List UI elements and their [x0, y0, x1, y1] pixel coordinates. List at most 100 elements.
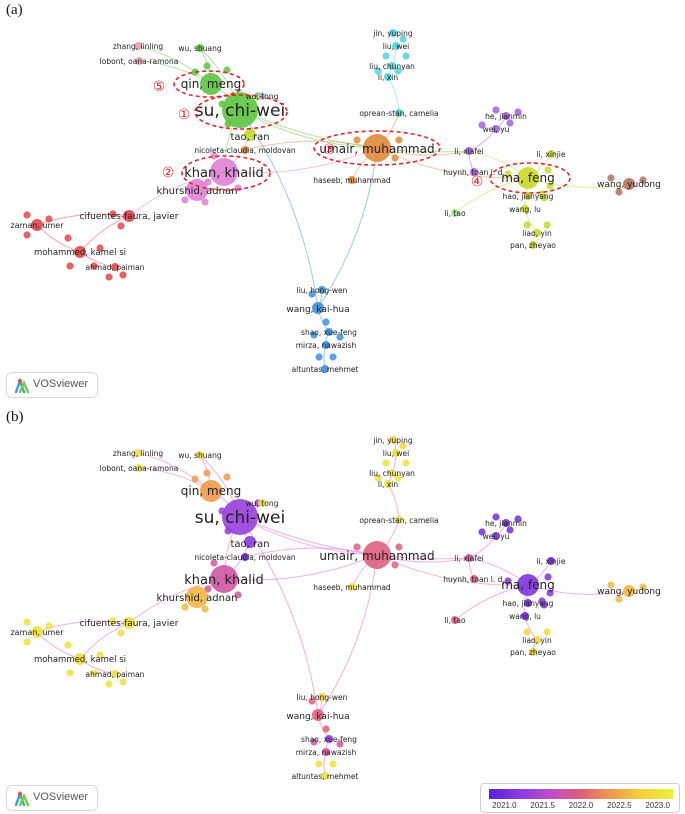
node-wus[interactable]: [196, 44, 204, 52]
node-liuchunyan[interactable]: [388, 469, 396, 477]
satellite-node[interactable]: [391, 561, 399, 569]
node-lixiafei[interactable]: [465, 554, 473, 562]
satellite-node[interactable]: [191, 475, 199, 483]
node-lixinjie[interactable]: [547, 150, 555, 158]
satellite-node[interactable]: [353, 136, 361, 144]
satellite-node[interactable]: [45, 215, 53, 223]
satellite-node[interactable]: [310, 331, 318, 339]
node-wangkh[interactable]: [312, 709, 324, 721]
node-liuhw[interactable]: [318, 693, 326, 701]
node-liuwei[interactable]: [392, 449, 400, 457]
satellite-node[interactable]: [64, 641, 72, 649]
satellite-node[interactable]: [315, 353, 323, 361]
node-lobont[interactable]: [135, 57, 143, 65]
satellite-node[interactable]: [119, 271, 127, 279]
satellite-node[interactable]: [223, 473, 231, 481]
satellite-node[interactable]: [45, 622, 53, 630]
node-umair[interactable]: [363, 134, 391, 162]
satellite-node[interactable]: [544, 166, 552, 174]
node-cifu[interactable]: [123, 617, 135, 629]
node-hao[interactable]: [524, 192, 532, 200]
satellite-node[interactable]: [23, 618, 31, 626]
satellite-node[interactable]: [322, 725, 330, 733]
satellite-node[interactable]: [201, 198, 209, 206]
satellite-node[interactable]: [615, 188, 623, 196]
satellite-node[interactable]: [615, 595, 623, 603]
satellite-node[interactable]: [478, 528, 486, 536]
satellite-node[interactable]: [492, 106, 500, 114]
node-haseeb[interactable]: [348, 176, 356, 184]
satellite-node[interactable]: [374, 67, 382, 75]
satellite-node[interactable]: [395, 543, 403, 551]
satellite-node[interactable]: [96, 244, 104, 252]
satellite-node[interactable]: [210, 152, 218, 160]
node-lobont[interactable]: [135, 464, 143, 472]
node-mohammed[interactable]: [74, 653, 86, 665]
satellite-node[interactable]: [90, 669, 98, 677]
satellite-node[interactable]: [204, 178, 212, 186]
satellite-node[interactable]: [402, 52, 410, 60]
vosviewer-badge-a[interactable]: VOSviewer: [6, 372, 98, 398]
satellite-node[interactable]: [492, 513, 500, 521]
satellite-node[interactable]: [546, 589, 554, 597]
node-pan[interactable]: [529, 648, 537, 656]
node-mirza[interactable]: [322, 341, 330, 349]
satellite-node[interactable]: [234, 591, 242, 599]
satellite-node[interactable]: [204, 585, 212, 593]
satellite-node[interactable]: [546, 182, 554, 190]
node-mirza[interactable]: [322, 748, 330, 756]
satellite-node[interactable]: [382, 459, 390, 467]
satellite-node[interactable]: [391, 154, 399, 162]
satellite-node[interactable]: [201, 605, 209, 613]
satellite-node[interactable]: [543, 221, 551, 229]
node-su[interactable]: [222, 92, 258, 128]
node-pan[interactable]: [529, 241, 537, 249]
satellite-node[interactable]: [336, 740, 344, 748]
node-zhang[interactable]: [134, 42, 142, 50]
node-ahmad[interactable]: [111, 263, 119, 271]
satellite-node[interactable]: [310, 738, 318, 746]
satellite-node[interactable]: [308, 290, 316, 298]
node-hao[interactable]: [524, 599, 532, 607]
satellite-node[interactable]: [607, 174, 615, 182]
node-litao[interactable]: [451, 616, 459, 624]
node-lixin[interactable]: [384, 480, 392, 488]
node-weiyu[interactable]: [492, 532, 500, 540]
node-khurshid[interactable]: [186, 179, 208, 201]
satellite-node[interactable]: [399, 35, 407, 43]
satellite-node[interactable]: [353, 543, 361, 551]
node-he[interactable]: [502, 519, 510, 527]
satellite-node[interactable]: [523, 628, 531, 636]
node-wanglu[interactable]: [521, 205, 529, 213]
node-haseeb[interactable]: [348, 583, 356, 591]
satellite-node[interactable]: [382, 52, 390, 60]
node-wanglu[interactable]: [521, 612, 529, 620]
satellite-node[interactable]: [23, 231, 31, 239]
node-altuntas[interactable]: [321, 772, 329, 780]
node-ahmad[interactable]: [111, 670, 119, 678]
node-jin[interactable]: [389, 29, 397, 37]
satellite-node[interactable]: [117, 629, 125, 637]
node-lixinjie[interactable]: [547, 557, 555, 565]
satellite-node[interactable]: [639, 176, 647, 184]
satellite-node[interactable]: [395, 136, 403, 144]
satellite-node[interactable]: [210, 559, 218, 567]
node-jin[interactable]: [389, 436, 397, 444]
node-liuwei[interactable]: [392, 42, 400, 50]
satellite-node[interactable]: [181, 196, 189, 204]
satellite-node[interactable]: [117, 222, 125, 230]
node-shao[interactable]: [325, 735, 333, 743]
satellite-node[interactable]: [394, 67, 402, 75]
node-qin[interactable]: [200, 73, 222, 95]
satellite-node[interactable]: [504, 170, 512, 178]
node-wut[interactable]: [258, 499, 266, 507]
vosviewer-badge-b[interactable]: VOSviewer: [6, 785, 98, 811]
satellite-node[interactable]: [315, 760, 323, 768]
satellite-node[interactable]: [322, 318, 330, 326]
satellite-node[interactable]: [66, 669, 74, 677]
satellite-node[interactable]: [191, 68, 199, 76]
satellite-node[interactable]: [105, 680, 113, 688]
satellite-node[interactable]: [203, 469, 211, 477]
node-litao[interactable]: [451, 209, 459, 217]
node-liao[interactable]: [533, 229, 541, 237]
